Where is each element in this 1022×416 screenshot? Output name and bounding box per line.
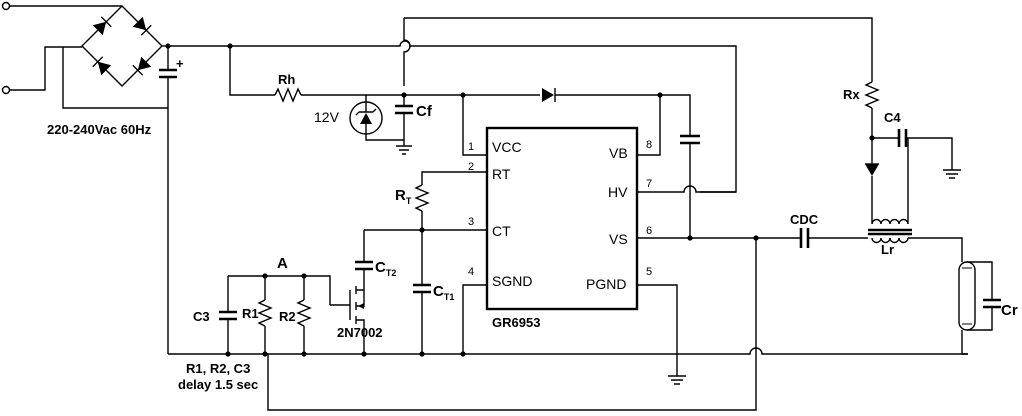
delay-note-line1: R1, R2, C3 [186, 361, 250, 376]
zener-label: 12V [314, 109, 340, 125]
r1-label: R1 [242, 306, 259, 321]
mosfet-label: 2N7002 [337, 325, 383, 340]
cf-capacitor: Cf [395, 95, 433, 155]
pin7-number: 7 [646, 178, 652, 190]
lamp [958, 261, 993, 355]
pin2-name: RT [492, 166, 511, 182]
pin1-number: 1 [468, 141, 474, 153]
rh-resistor: Rh [229, 46, 540, 103]
supply-label: 220-240Vac 60Hz [47, 122, 152, 137]
pin3-number: 3 [468, 216, 474, 228]
pin2-number: 2 [468, 161, 474, 173]
rx-resistor: Rx [843, 81, 880, 138]
ct2-capacitor: CT2 [355, 230, 396, 290]
bridge-rectifier [62, 5, 168, 109]
pin4-number: 4 [468, 266, 474, 278]
ct-node: CT1 [364, 227, 487, 354]
pin4-name: SGND [492, 273, 532, 289]
vs-output: CDC [637, 212, 868, 248]
pin6-name: VS [609, 231, 628, 247]
sgnd-wire [462, 284, 487, 354]
ac-input [1, 1, 122, 95]
ct1-label: CT1 [433, 283, 454, 302]
c3-label: C3 [193, 309, 210, 324]
pin6-number: 6 [646, 225, 652, 237]
pin8-number: 8 [646, 139, 652, 151]
hv-pin-wire [637, 185, 736, 193]
cf-label: Cf [416, 103, 433, 120]
delay-note-line2: delay 1.5 sec [178, 377, 258, 392]
ic-gr6953: GR6953 1 VCC 2 RT 3 CT 4 SGND 5 PGND 6 V… [468, 126, 652, 330]
rt-resistor: RT [395, 171, 487, 230]
hv-rail [165, 17, 873, 193]
cr-capacitor: Cr [983, 298, 1018, 319]
ic-name: GR6953 [492, 315, 540, 330]
zener-12v: 12V [314, 95, 404, 141]
pgnd-ground [637, 284, 686, 385]
pin5-number: 5 [646, 266, 652, 278]
delay-network: A C3 R1 R2 [193, 255, 331, 354]
pin8-name: VB [609, 145, 628, 161]
cr-label: Cr [1001, 302, 1018, 319]
pin1-name: VCC [492, 139, 522, 155]
rt-label-main: RT [395, 187, 412, 206]
pin7-name: HV [608, 184, 628, 200]
ct2-label: CT2 [375, 259, 396, 278]
bulk-capacitor: + [159, 46, 184, 354]
mosfet-2n7002: 2N7002 [330, 286, 383, 354]
cdc-label: CDC [790, 212, 819, 227]
lr-label: Lr [881, 242, 894, 257]
c4-network: C4 [865, 110, 961, 224]
pin3-name: CT [492, 223, 511, 239]
bulk-cap-polarity: + [176, 56, 184, 71]
r2-label: R2 [279, 309, 296, 324]
node-a-label: A [277, 255, 288, 272]
ground-rail [168, 238, 968, 411]
bootstrap-diode [542, 88, 700, 238]
pin5-name: PGND [586, 276, 626, 292]
rh-label: Rh [278, 72, 295, 87]
inductor-lr: Lr [868, 218, 963, 262]
rx-label: Rx [843, 87, 860, 102]
vcc-wire [462, 95, 487, 156]
c4-label: C4 [884, 110, 901, 125]
